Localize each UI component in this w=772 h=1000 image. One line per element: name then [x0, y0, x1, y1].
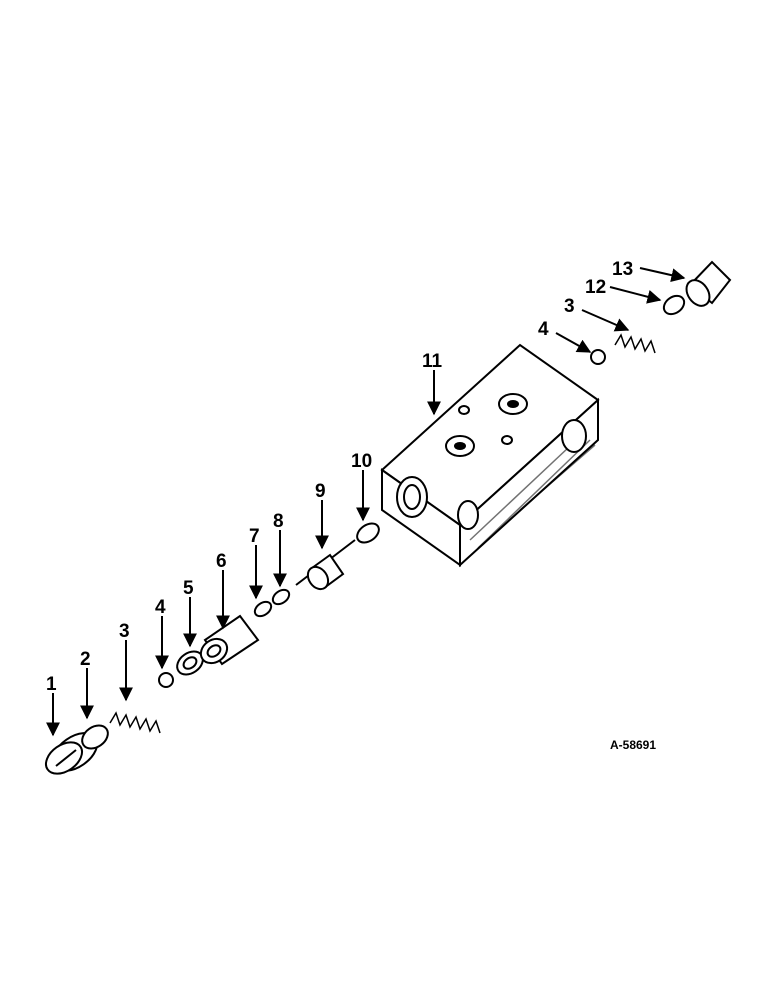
callout-5: 5	[183, 578, 194, 599]
spring	[109, 711, 161, 734]
spring-right	[614, 333, 656, 354]
o-ring-large	[356, 522, 380, 544]
callout-13: 13	[612, 259, 633, 280]
o-ring	[81, 724, 109, 750]
callout-8: 8	[273, 511, 284, 532]
callout-11: 11	[422, 351, 443, 372]
leader-lines	[46, 267, 686, 737]
callout-4: 4	[155, 597, 166, 618]
callout-3: 3	[119, 621, 130, 642]
o-ring-small	[253, 600, 273, 618]
valve-sleeve	[199, 614, 260, 666]
callout-7: 7	[249, 526, 260, 547]
callout-4-right: 4	[538, 319, 549, 340]
o-ring-small-2	[271, 588, 291, 606]
callout-labels: 1 2 3 4 5 6 7 8 9 10 11 4 3 12 13	[46, 259, 633, 695]
valve-spool	[295, 539, 356, 591]
figure-id: A-58691	[610, 738, 656, 752]
check-ball	[158, 672, 174, 688]
callout-10: 10	[351, 451, 372, 472]
hex-plug	[685, 260, 732, 307]
callout-1: 1	[46, 674, 57, 695]
callout-3-right: 3	[564, 296, 575, 317]
check-ball-right	[590, 349, 606, 365]
callout-6: 6	[216, 551, 227, 572]
callout-2: 2	[80, 649, 91, 670]
valve-body	[380, 343, 600, 568]
o-ring-right	[662, 294, 686, 316]
callout-9: 9	[315, 481, 326, 502]
callout-12: 12	[585, 277, 606, 298]
